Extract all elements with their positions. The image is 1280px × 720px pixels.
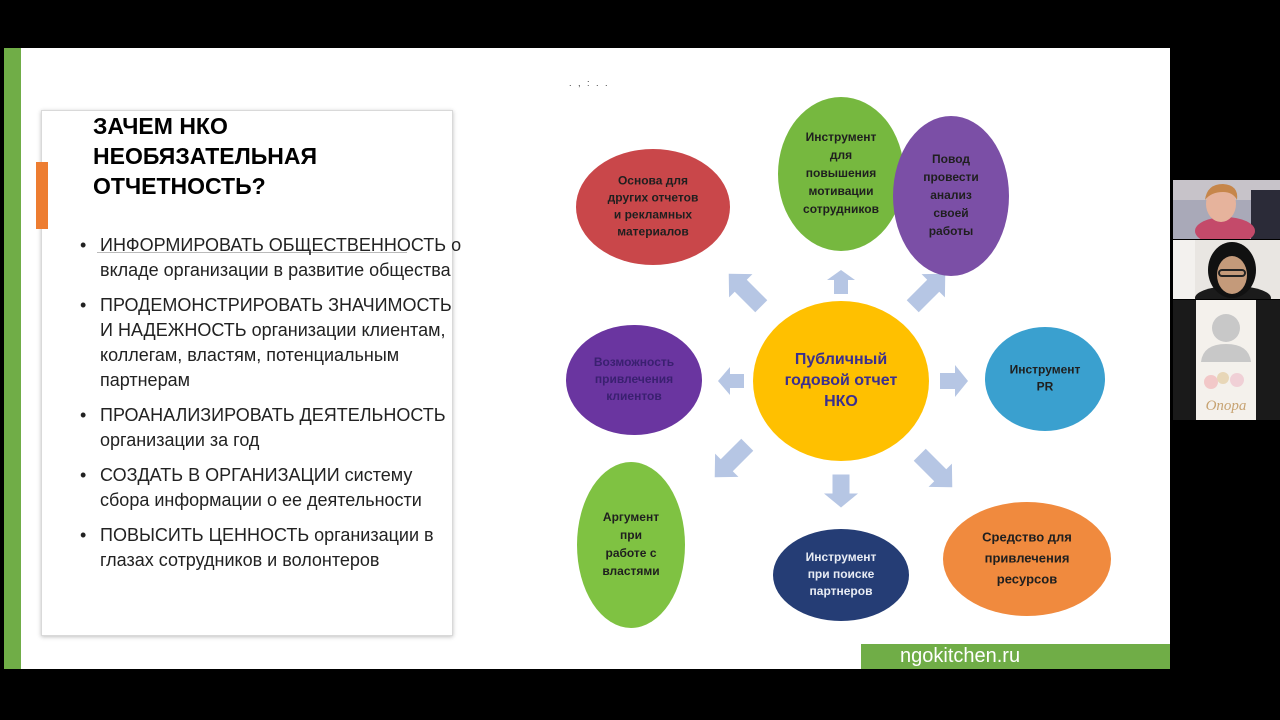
node-shape (576, 149, 730, 265)
node-label-line: Возможность (594, 355, 674, 369)
node-label-line: материалов (617, 225, 689, 239)
node-resources: Средство для привлечения ресурсов (943, 502, 1111, 616)
diagram-arrow (940, 365, 968, 397)
node-analysis: Повод провести анализ своей работы (893, 116, 1009, 276)
participant-video-2-image (1173, 240, 1280, 299)
slide-title: ЗАЧЕМ НКО НЕОБЯЗАТЕЛЬНАЯ ОТЧЕТНОСТЬ? (93, 111, 423, 201)
reason-caps: ПОВЫСИТЬ ЦЕННОСТЬ (100, 525, 310, 545)
node-label-line: работе с (605, 546, 656, 560)
node-clients: Возможность привлечения клиентов (566, 325, 702, 435)
benefits-diagram: Основа для других отчетов и рекламных матер… (566, 97, 1111, 628)
node-shape (943, 502, 1111, 616)
node-label-line: своей (933, 206, 968, 220)
node-label-line: Средство для (982, 529, 1072, 544)
diagram-arrow (728, 273, 768, 313)
node-label-line: ресурсов (997, 571, 1057, 586)
node-label-line: PR (1037, 380, 1054, 394)
participant-video-1[interactable] (1173, 180, 1280, 239)
reason-text: о вкладе организации в развитие общества (100, 235, 462, 280)
node-shape (778, 97, 904, 251)
slide-title-line: НЕОБЯЗАТЕЛЬНАЯ (93, 143, 318, 169)
participant-avatar-3[interactable]: Опора (1173, 300, 1280, 420)
node-label-line: Аргумент (603, 510, 659, 524)
opora-logo-text: Опора (1206, 398, 1247, 414)
node-shape (985, 327, 1105, 431)
node-label-line: для (830, 148, 852, 162)
participant-video-2[interactable] (1173, 240, 1280, 299)
reason-caps: ПРОДЕМОНСТРИРОВАТЬ ЗНАЧИМОСТЬ И НАДЕЖНОС… (100, 295, 452, 340)
participant-video-1-image (1173, 180, 1280, 239)
presentation-slide: . , : . . ЗАЧЕМ НКО НЕОБЯЗАТЕЛЬНАЯ ОТЧЕТ… (4, 48, 1170, 669)
node-shape (753, 301, 929, 461)
node-label-line: Публичный (795, 351, 887, 368)
slide-marks: . , : . . (569, 78, 610, 88)
reason-item: ИНФОРМИРОВАТЬ ОБЩЕСТВЕННОСТЬ о вкладе ор… (76, 233, 466, 283)
reason-text: организации за год (100, 430, 260, 450)
slide-title-line: ОТЧЕТНОСТЬ? (93, 173, 266, 199)
reason-text: систему сбора информации о ее деятельнос… (100, 465, 422, 510)
node-label-line: работы (929, 224, 974, 238)
node-label-line: привлечения (985, 550, 1070, 565)
node-motivation: Инструмент для повышения мотивации сотрудник… (778, 97, 904, 251)
diagram-arrow (906, 273, 946, 313)
node-label-line: сотрудников (803, 202, 879, 216)
node-shape (566, 325, 702, 435)
node-label-line: повышения (806, 166, 877, 180)
diagram-arrow (827, 270, 855, 294)
slide-title-line: ЗАЧЕМ НКО (93, 113, 228, 139)
node-label-line: привлечения (595, 372, 673, 386)
node-label-line: при (620, 528, 642, 542)
node-label-line: годовой отчет (785, 372, 898, 389)
node-osnova: Основа для других отчетов и рекламных матер… (576, 149, 730, 265)
node-shape (893, 116, 1009, 276)
question-box: ЗАЧЕМ НКО НЕОБЯЗАТЕЛЬНАЯ ОТЧЕТНОСТЬ? ИНФ… (36, 110, 461, 636)
diagram-arrow (824, 474, 858, 508)
node-partners: Инструмент при поиске партнеров (773, 529, 909, 621)
node-shape (577, 462, 685, 628)
node-label-line: клиентов (606, 389, 662, 403)
reason-text: организации в глазах сотрудников и волон… (100, 525, 434, 570)
node-authorities: Аргумент при работе с властями (577, 462, 685, 628)
slide-accent-bar (4, 48, 21, 669)
reason-text: организации клиентам, коллегам, властям,… (100, 320, 446, 390)
node-label-line: и рекламных (614, 208, 693, 222)
node-label-line: Инструмент (806, 130, 877, 144)
title-accent-bar (36, 162, 48, 229)
diagram-arrow (718, 367, 744, 395)
node-label-line: Инструмент (806, 550, 877, 564)
reason-item: ПРОДЕМОНСТРИРОВАТЬ ЗНАЧИМОСТЬ И НАДЕЖНОС… (76, 293, 466, 393)
node-label-line: при поиске (808, 567, 875, 581)
reason-caps: СОЗДАТЬ В ОРГАНИЗАЦИИ (100, 465, 340, 485)
node-label-line: мотивации (808, 184, 873, 198)
footer-url: ngokitchen.ru (861, 644, 1170, 669)
reason-item: ПОВЫСИТЬ ЦЕННОСТЬ организации в глазах с… (76, 523, 466, 573)
node-label-line: НКО (824, 393, 858, 410)
node-label-line: анализ (930, 188, 972, 202)
reason-item: ПРОАНАЛИЗИРОВАТЬ ДЕЯТЕЛЬНОСТЬ организаци… (76, 403, 466, 453)
node-label-line: других отчетов (608, 191, 699, 205)
node-shape (773, 529, 909, 621)
node-label-line: Инструмент (1010, 363, 1081, 377)
reason-item: СОЗДАТЬ В ОРГАНИЗАЦИИ систему сбора инфо… (76, 463, 466, 513)
reason-caps: ПРОАНАЛИЗИРОВАТЬ ДЕЯТЕЛЬНОСТЬ (100, 405, 446, 425)
diagram-arrow (913, 448, 953, 488)
node-label-line: властями (602, 564, 659, 578)
node-label-line: провести (923, 170, 979, 184)
reason-caps: ИНФОРМИРОВАТЬ ОБЩЕСТВЕННОСТЬ (100, 235, 447, 255)
node-label-line: партнеров (810, 584, 873, 598)
node-label-line: Основа для (618, 174, 688, 188)
reasons-list: ИНФОРМИРОВАТЬ ОБЩЕСТВЕННОСТЬ о вкладе ор… (76, 233, 466, 583)
diagram-arrow (714, 438, 754, 478)
node-label-line: Повод (932, 152, 970, 166)
participant-avatar-3-image: Опора (1173, 300, 1280, 420)
